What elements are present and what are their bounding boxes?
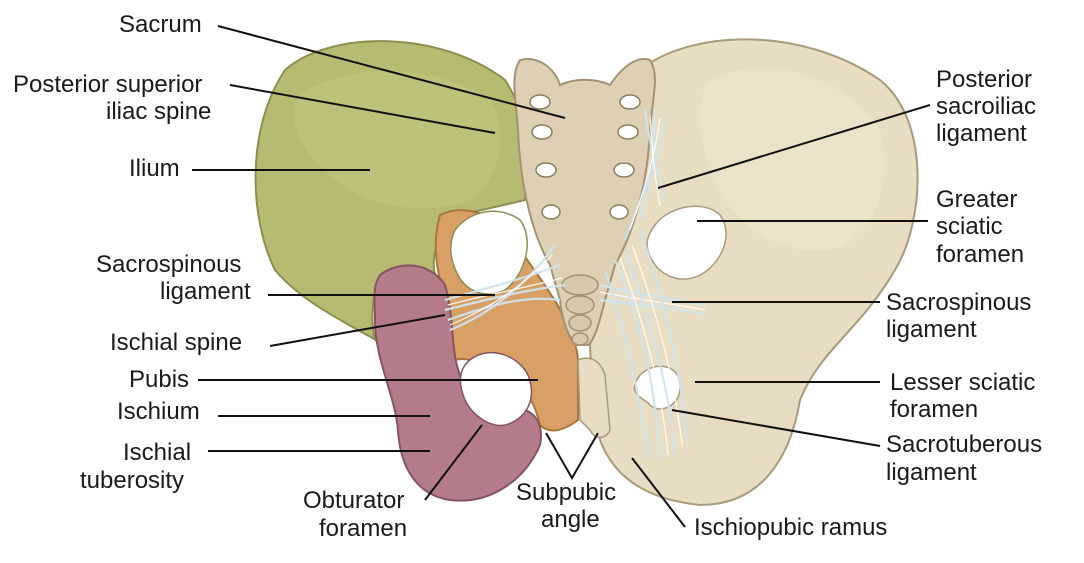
label-ischial-tuberosity-line1: Ischial [123, 439, 191, 466]
label-sacrotuberous-line2: ligament [886, 459, 977, 486]
label-ischiopubic-ramus: Ischiopubic ramus [694, 514, 887, 541]
label-obturator-line1: Obturator [303, 487, 404, 514]
leader-post-sacroiliac [657, 104, 931, 189]
sacrospinous-ligament-left [444, 244, 566, 332]
label-post-sacroiliac-line1: Posterior [936, 66, 1032, 93]
label-pubis: Pubis [129, 366, 189, 393]
sacral-foramina [529, 94, 641, 220]
label-sacrospinous-right-line1: Sacrospinous [886, 289, 1031, 316]
label-ilium: Ilium [129, 155, 180, 182]
label-lesser-sciatic-line1: Lesser sciatic [890, 369, 1035, 396]
label-ischial-spine: Ischial spine [110, 329, 242, 356]
label-greater-sciatic-line2: sciatic [936, 213, 1003, 240]
leader-ischiopubic [631, 457, 686, 528]
label-post-sacroiliac-line3: ligament [936, 120, 1027, 147]
label-greater-sciatic-line3: foramen [936, 241, 1024, 268]
leader-subpubic [545, 432, 599, 480]
label-psis-line2: iliac spine [106, 98, 211, 125]
label-ischial-tuberosity-line2: tuberosity [80, 467, 184, 494]
label-sacrospinous-left-line2: ligament [160, 278, 251, 305]
label-sacrospinous-right-line2: ligament [886, 316, 977, 343]
right-pubis [577, 357, 611, 439]
label-post-sacroiliac-line2: sacroiliac [936, 93, 1036, 120]
leader-lines [192, 25, 931, 528]
leader-obturator [424, 424, 483, 501]
label-greater-sciatic-line1: Greater [936, 186, 1017, 213]
leader-sacrotuberous [671, 409, 881, 447]
obturator-hole [459, 351, 533, 427]
label-sacrum: Sacrum [119, 11, 202, 38]
label-lesser-sciatic-line2: foramen [890, 396, 978, 423]
leader-sacrum [217, 25, 566, 119]
coccyx [561, 274, 599, 346]
label-obturator-line2: foramen [319, 515, 407, 542]
label-ischium: Ischium [117, 398, 200, 425]
left-ischium [373, 264, 542, 502]
label-subpubic-line1: Subpubic [516, 479, 616, 506]
leader-ischial-spine [269, 314, 446, 347]
greater-sciatic-hole-left [450, 210, 528, 295]
right-iliac-fossa [699, 68, 885, 251]
sacrotuberous-ligament [603, 229, 690, 461]
posterior-sacroiliac-ligament [623, 109, 667, 241]
label-psis-line1: Posterior superior [13, 71, 202, 98]
leader-psis [229, 84, 496, 134]
label-sacrotuberous-line1: Sacrotuberous [886, 431, 1042, 458]
label-sacrospinous-left-line1: Sacrospinous [96, 251, 241, 278]
label-subpubic-line2: angle [541, 506, 600, 533]
